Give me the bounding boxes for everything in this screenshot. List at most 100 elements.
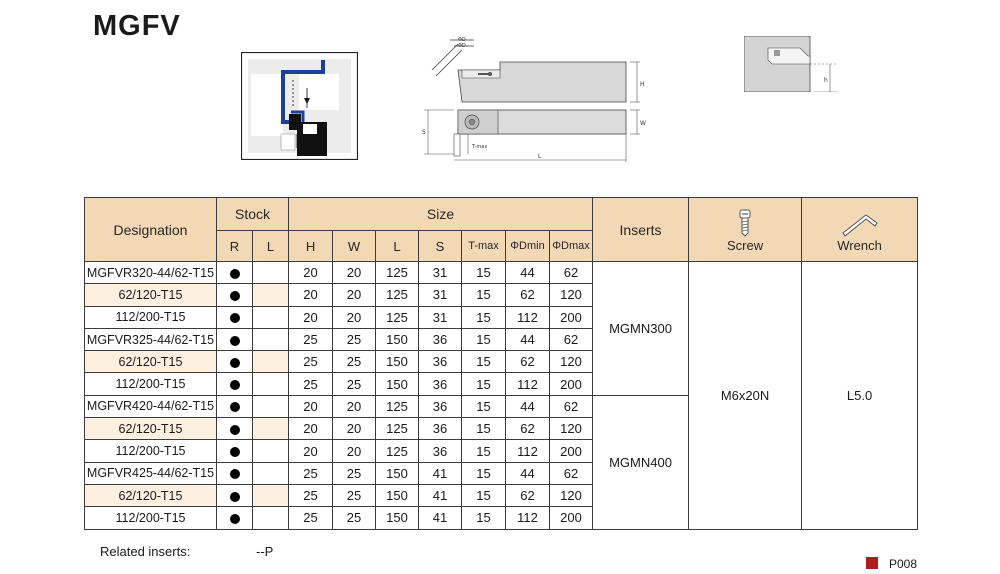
- stock-available-dot: [229, 268, 240, 279]
- stock-available-dot: [229, 357, 240, 368]
- header-screw: Screw: [688, 197, 803, 262]
- cell-designation: 112/200-T15: [84, 372, 217, 396]
- cell-l: 125: [375, 394, 420, 419]
- cell-dmax: 120: [549, 283, 594, 307]
- cell-stock-r: [216, 327, 253, 352]
- cell-stock-r: [216, 461, 253, 485]
- cell-stock-r: [216, 305, 253, 329]
- stock-available-dot: [229, 469, 240, 480]
- cell-stock-r: [216, 372, 253, 396]
- cell-dmin: 44: [505, 260, 551, 285]
- cell-dmax: 62: [549, 461, 594, 485]
- related-inserts-value: --P: [256, 544, 274, 559]
- cell-w: 20: [332, 394, 377, 419]
- cell-stock-r: [216, 394, 253, 419]
- svg-text:ΦD: ΦD: [458, 43, 466, 49]
- cell-l: 150: [375, 506, 420, 530]
- cell-stock-l: [251, 439, 290, 463]
- cell-stock-r: [216, 283, 253, 307]
- cell-dmax: 62: [549, 260, 594, 285]
- svg-text:S: S: [422, 129, 426, 136]
- cell-l: 150: [375, 350, 420, 374]
- cell-stock-l: [251, 260, 290, 285]
- cell-designation: 62/120-T15: [84, 283, 217, 307]
- cell-w: 20: [332, 305, 377, 329]
- cell-stock-r: [216, 417, 253, 441]
- cell-w: 25: [332, 327, 377, 352]
- header-dmax: ΦDmax: [549, 230, 594, 262]
- cell-s: 36: [418, 372, 463, 396]
- cell-dmax: 200: [549, 372, 594, 396]
- cell-dmin: 112: [505, 305, 551, 329]
- cell-tmax: 15: [461, 483, 507, 508]
- cell-dmax: 200: [549, 305, 594, 329]
- svg-text:H: H: [640, 81, 645, 88]
- cell-designation: MGFVR320-44/62-T15: [84, 260, 217, 285]
- stock-available-dot: [229, 291, 240, 301]
- cell-screw: M6x20N: [688, 261, 803, 530]
- header-inserts: Inserts: [592, 197, 690, 262]
- stock-available-dot: [229, 447, 240, 458]
- cell-stock-r: [216, 260, 253, 285]
- table-row: 112/200-T15 25 25 150 41 15 112 200: [84, 506, 918, 530]
- cutting-geometry-diagram: [241, 52, 358, 160]
- cell-h: 20: [288, 283, 334, 307]
- cell-stock-l: [251, 417, 290, 441]
- cell-s: 36: [418, 350, 463, 374]
- cell-stock-r: [216, 439, 253, 463]
- cell-designation: 112/200-T15: [84, 305, 217, 329]
- header-screw-label: Screw: [726, 237, 764, 253]
- header-len: L: [375, 230, 420, 262]
- cell-dmin: 112: [505, 506, 551, 530]
- table-row: MGFVR325-44/62-T15 25 25 150 36 15 44 62: [84, 327, 918, 352]
- stock-available-dot: [229, 313, 240, 324]
- table-row: MGFVR425-44/62-T15 25 25 150 41 15 44 62: [84, 461, 918, 485]
- cell-inserts-group2: MGMN400: [592, 394, 690, 530]
- cell-s: 36: [418, 417, 463, 441]
- cell-designation: MGFVR425-44/62-T15: [84, 461, 217, 485]
- page-title: MGFV: [93, 10, 181, 42]
- cell-s: 31: [418, 260, 463, 285]
- cell-tmax: 15: [461, 283, 507, 307]
- header-size: Size: [288, 197, 594, 231]
- cell-stock-l: [251, 327, 290, 352]
- cell-s: 31: [418, 283, 463, 307]
- cell-dmax: 200: [549, 439, 594, 463]
- table-row: 62/120-T15 25 25 150 36 15 62 120: [84, 350, 918, 374]
- cell-designation: 112/200-T15: [84, 506, 217, 530]
- page-marker-square: [866, 557, 878, 569]
- cell-stock-r: [216, 483, 253, 508]
- cell-stock-l: [251, 394, 290, 419]
- related-inserts-label: Related inserts:: [100, 544, 191, 559]
- cell-dmin: 44: [505, 394, 551, 419]
- cell-s: 36: [418, 439, 463, 463]
- cell-wrench: L5.0: [801, 261, 919, 530]
- cell-dmin: 62: [505, 417, 551, 441]
- cell-designation: 62/120-T15: [84, 483, 217, 508]
- cell-dmax: 120: [549, 483, 594, 508]
- cell-h: 20: [288, 260, 334, 285]
- cell-designation: MGFVR420-44/62-T15: [84, 394, 217, 419]
- cell-stock-l: [251, 350, 290, 374]
- end-view-diagram: h: [744, 36, 838, 92]
- cell-dmin: 44: [505, 327, 551, 352]
- tool-holder-dimension-diagram: ΦD ΦD H W S T-max L: [422, 37, 646, 162]
- cell-tmax: 15: [461, 439, 507, 463]
- cell-l: 150: [375, 461, 420, 485]
- cell-h: 20: [288, 417, 334, 441]
- header-h: H: [288, 230, 334, 262]
- header-tmax: T-max: [461, 230, 507, 262]
- cell-dmax: 200: [549, 506, 594, 530]
- cell-designation: 62/120-T15: [84, 417, 217, 441]
- cell-h: 20: [288, 439, 334, 463]
- cell-stock-l: [251, 372, 290, 396]
- cell-tmax: 15: [461, 417, 507, 441]
- cell-stock-r: [216, 350, 253, 374]
- page-number: P008: [889, 557, 918, 571]
- cell-stock-r: [216, 506, 253, 530]
- cell-w: 25: [332, 483, 377, 508]
- cell-h: 20: [288, 305, 334, 329]
- cell-dmax: 120: [549, 417, 594, 441]
- cell-stock-l: [251, 305, 290, 329]
- cell-h: 25: [288, 350, 334, 374]
